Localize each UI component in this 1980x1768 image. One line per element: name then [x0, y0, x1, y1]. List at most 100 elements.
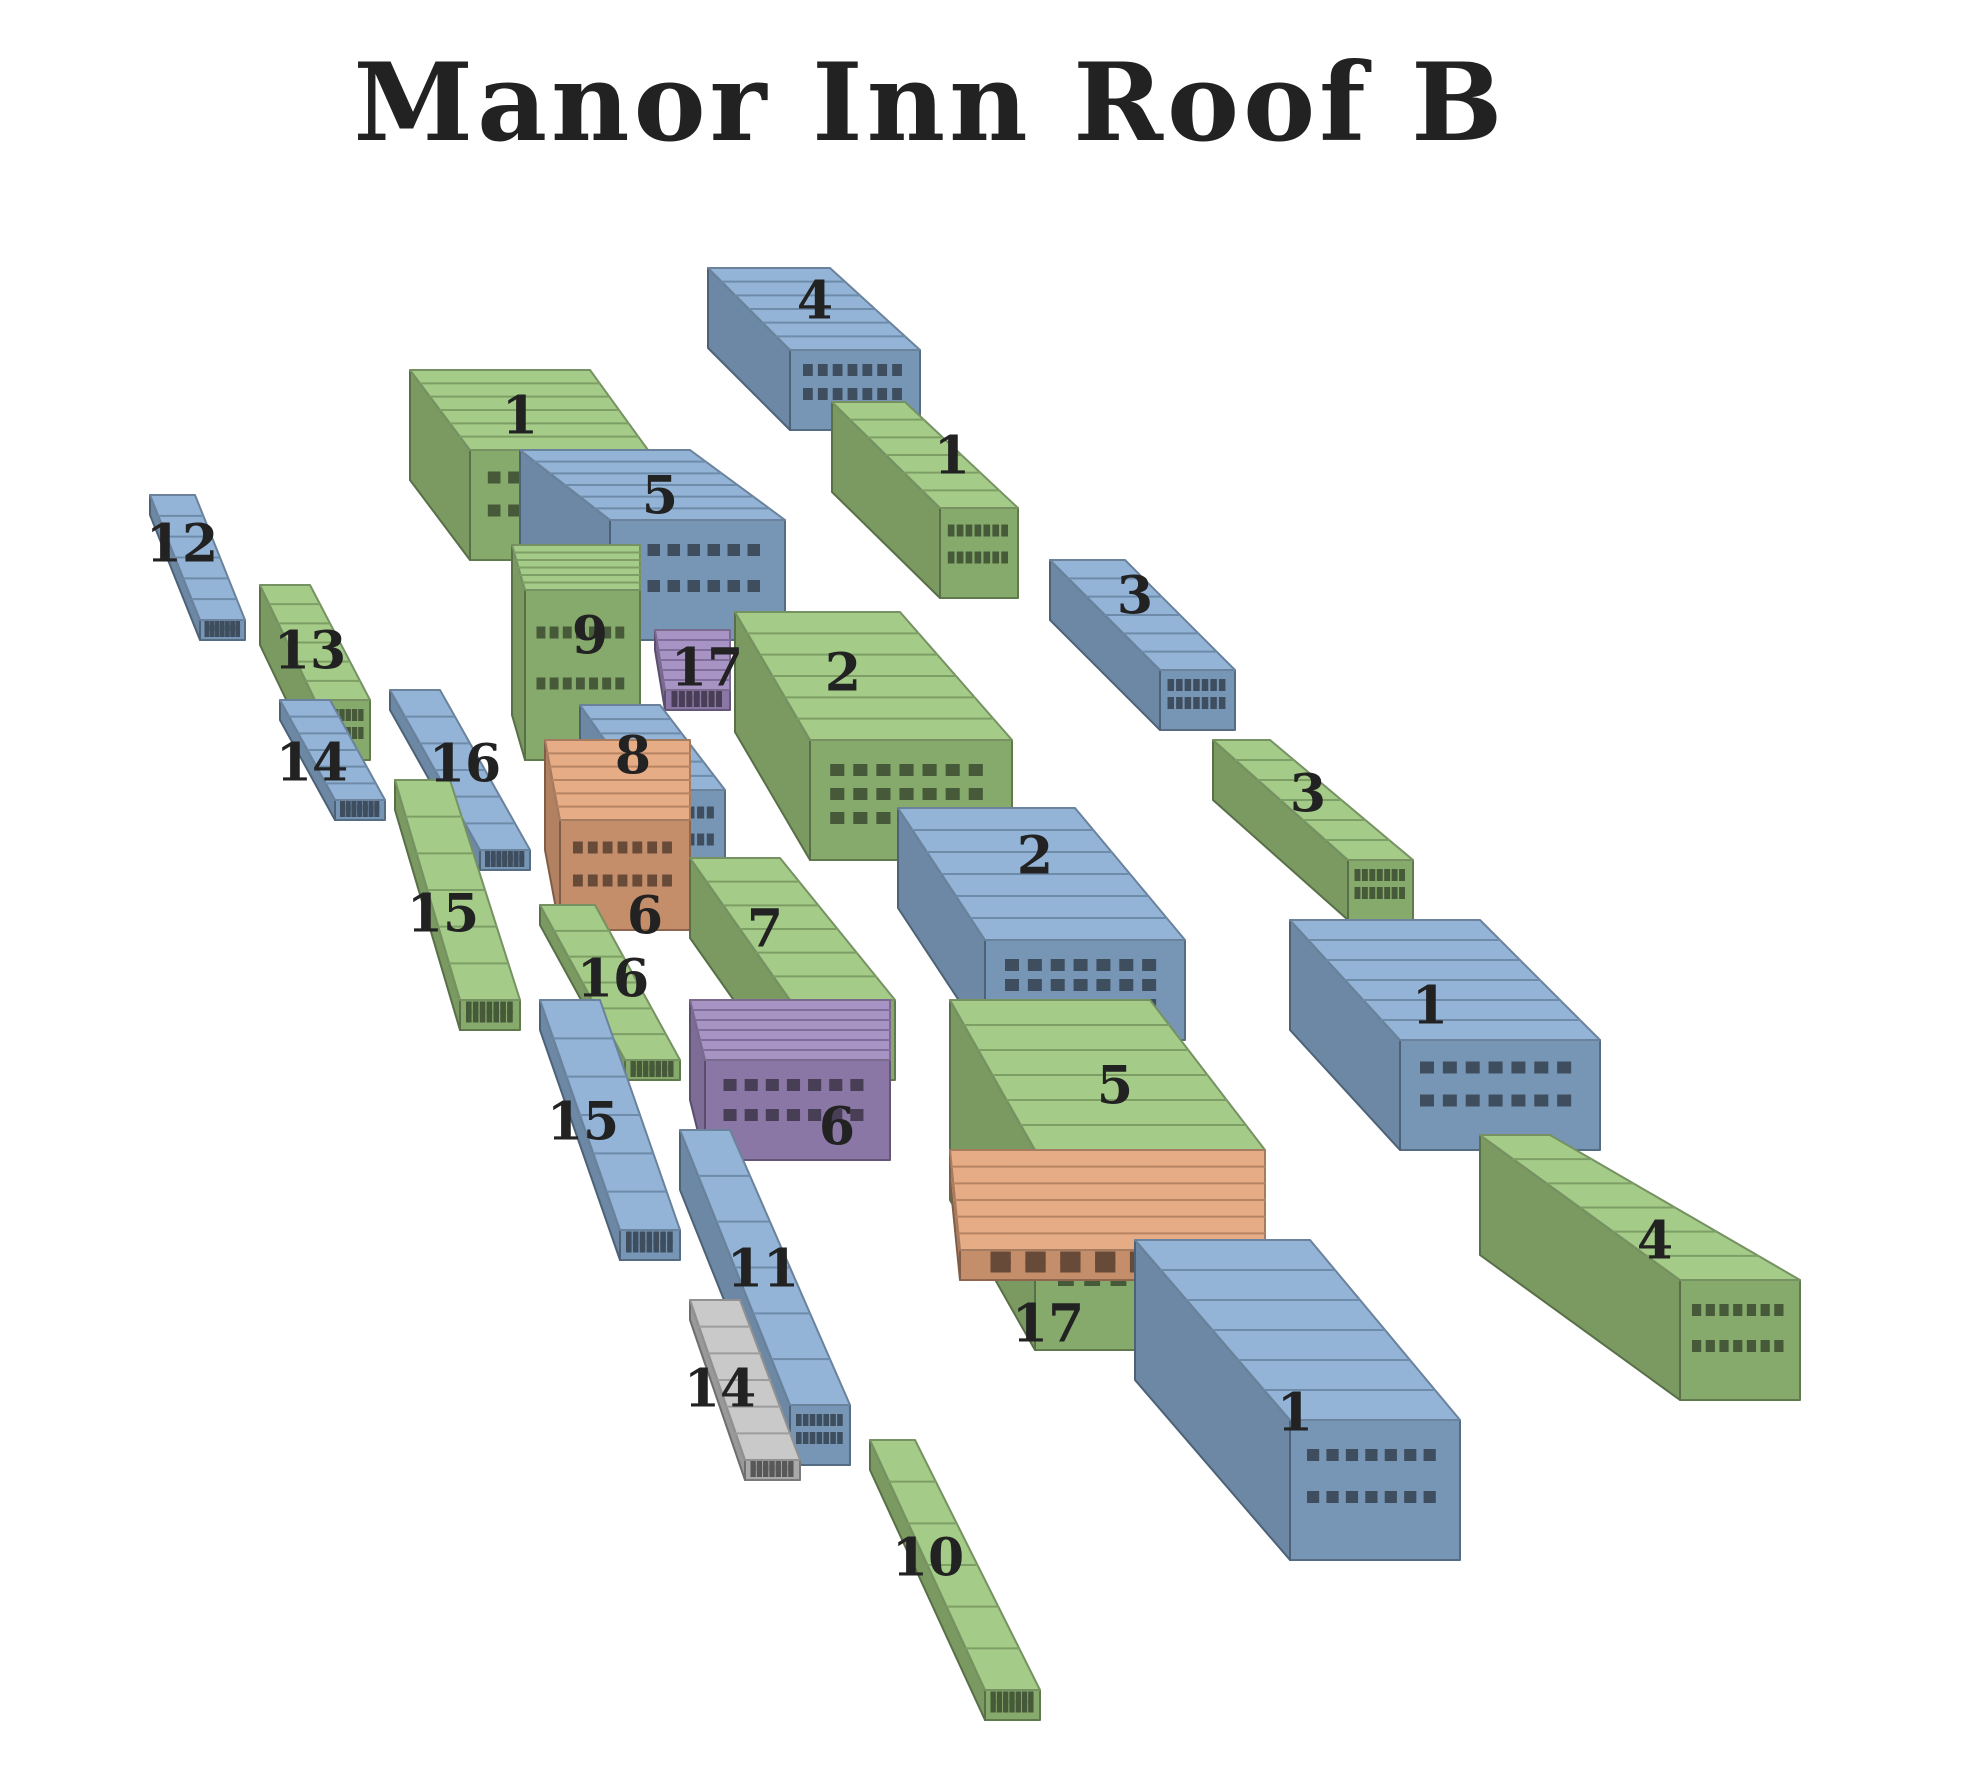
- window-slot: [1705, 1304, 1715, 1316]
- window-slot: [687, 580, 700, 592]
- window-slot: [653, 1240, 660, 1253]
- window-slot: [209, 625, 215, 637]
- window-slot: [853, 764, 868, 776]
- window-slot: [1423, 1491, 1436, 1503]
- window-slot: [204, 625, 210, 637]
- window-slot: [617, 841, 628, 854]
- window-slot: [1060, 1260, 1081, 1273]
- window-slot: [1746, 1340, 1757, 1352]
- window-slot: [1733, 1340, 1743, 1352]
- window-slot: [508, 504, 521, 517]
- window-slot: [1384, 1491, 1397, 1503]
- window-slot: [513, 855, 519, 867]
- window-slot: [632, 1231, 639, 1244]
- window-slot: [1142, 979, 1157, 991]
- piece-number-label: 3: [1117, 566, 1153, 627]
- window-slot: [589, 626, 598, 639]
- window-slot: [472, 1001, 479, 1014]
- window-slot: [1692, 1340, 1702, 1352]
- window-slot: [339, 709, 345, 721]
- window-slot: [1354, 869, 1361, 881]
- window-slot: [1345, 1449, 1359, 1461]
- window-slot: [996, 1691, 1003, 1704]
- window-slot: [549, 677, 559, 690]
- window-slot: [653, 1231, 660, 1244]
- window-slot: [1384, 1449, 1397, 1461]
- window-slot: [747, 544, 760, 556]
- window-slot: [1692, 1304, 1702, 1316]
- window-slot: [947, 524, 955, 537]
- piece-number-label: 1: [1412, 976, 1448, 1037]
- window-slot: [1369, 887, 1376, 899]
- window-slot: [706, 833, 714, 846]
- window-slot: [1774, 1304, 1784, 1316]
- window-slot: [639, 1240, 646, 1253]
- window-slot: [1733, 1304, 1743, 1316]
- window-slot: [750, 1465, 756, 1477]
- window-slot: [575, 626, 585, 639]
- window-slot: [1511, 1061, 1526, 1074]
- window-slot: [992, 551, 1000, 564]
- window-slot: [716, 695, 722, 707]
- window-slot: [602, 626, 612, 639]
- window-slot: [502, 855, 508, 867]
- window-slot: [829, 1079, 843, 1091]
- piece-number-label: 16: [577, 949, 649, 1010]
- window-slot: [1050, 979, 1065, 991]
- window-slot: [968, 788, 983, 800]
- window-slot: [1384, 887, 1391, 899]
- page-title: Manor Inn Roof B: [353, 40, 1507, 166]
- window-slot: [357, 805, 363, 817]
- window-slot: [235, 625, 241, 637]
- window-slot: [507, 855, 513, 867]
- window-slot: [345, 805, 351, 817]
- window-slot: [230, 625, 235, 637]
- window-slot: [899, 764, 914, 776]
- window-slot: [808, 1109, 822, 1121]
- window-slot: [707, 544, 720, 556]
- window-slot: [1326, 1449, 1339, 1461]
- window-slot: [626, 1240, 632, 1253]
- window-slot: [479, 1001, 486, 1014]
- window-slot: [1210, 697, 1217, 709]
- window-slot: [727, 544, 740, 556]
- window-slot: [892, 364, 902, 376]
- window-slot: [1354, 887, 1361, 899]
- window-slot: [1391, 869, 1398, 881]
- window-slot: [817, 364, 828, 376]
- window-slot: [775, 1465, 781, 1477]
- window-slot: [956, 524, 964, 537]
- window-slot: [496, 855, 502, 867]
- window-slot: [708, 695, 715, 707]
- window-slot: [765, 1079, 779, 1091]
- window-slot: [990, 1700, 996, 1713]
- window-slot: [1511, 1094, 1526, 1107]
- window-slot: [632, 874, 643, 887]
- window-slot: [1009, 1691, 1015, 1704]
- window-slot: [1442, 1094, 1457, 1107]
- window-slot: [667, 580, 680, 592]
- window-slot: [1404, 1449, 1417, 1461]
- window-slot: [667, 544, 680, 556]
- window-slot: [219, 625, 225, 637]
- window-slot: [549, 626, 559, 639]
- window-slot: [996, 1700, 1003, 1713]
- window-slot: [1442, 1061, 1457, 1074]
- window-slot: [687, 544, 700, 556]
- window-slot: [649, 1065, 655, 1077]
- window-slot: [765, 1109, 779, 1121]
- window-slot: [1399, 887, 1405, 899]
- window-slot: [487, 504, 501, 517]
- window-slot: [536, 677, 546, 690]
- window-slot: [1167, 697, 1174, 709]
- window-slot: [965, 524, 973, 537]
- piece-number-label: 15: [547, 1092, 619, 1153]
- window-slot: [1365, 1491, 1378, 1503]
- window-slot: [1705, 1340, 1715, 1352]
- window-slot: [1142, 959, 1157, 971]
- window-slot: [829, 1109, 843, 1121]
- window-slot: [744, 1109, 758, 1121]
- window-slot: [1005, 959, 1019, 971]
- window-slot: [647, 841, 658, 854]
- window-slot: [507, 1010, 513, 1023]
